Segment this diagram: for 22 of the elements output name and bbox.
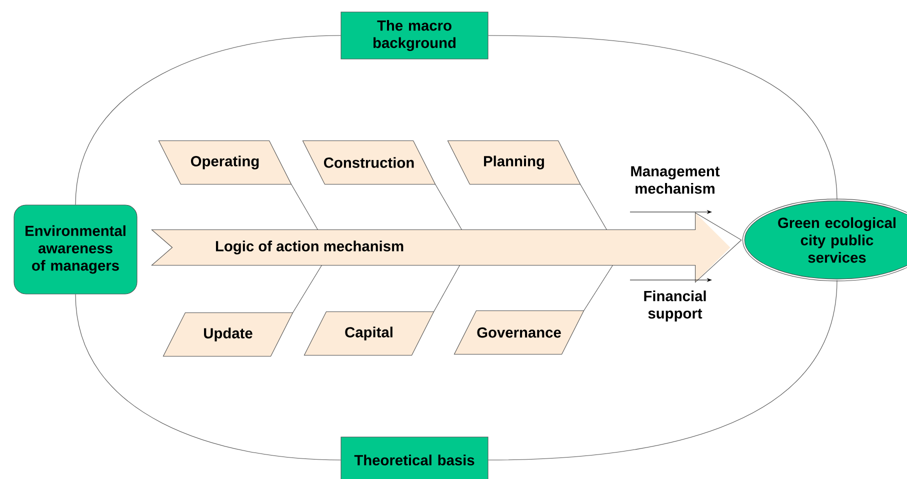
cause-parallelogram: Construction (302, 140, 436, 185)
bone-line (580, 184, 607, 230)
ellipse-arc (488, 280, 838, 460)
cause-parallelogram: Governance (454, 310, 584, 355)
bone-line (434, 265, 460, 312)
flow-label: Management mechanism (631, 166, 720, 194)
ellipse-arc (75, 35, 341, 205)
bone-line (291, 184, 318, 230)
cause-parallelogram: Operating (158, 140, 292, 185)
ellipse-arc (488, 35, 838, 200)
label-box: The macro background (340, 12, 488, 60)
flow-label: Financial support (644, 290, 706, 322)
arrow-band: Logic of action mechanism (152, 212, 730, 282)
cause-parallelogram: Update (162, 312, 294, 357)
bone-line (435, 184, 462, 230)
ellipse-arc (75, 294, 341, 460)
label-box: Theoretical basis (340, 436, 488, 479)
actor-box: Environmental awareness of managers (14, 204, 138, 294)
bone-line (584, 265, 613, 311)
cause-parallelogram: Planning (447, 140, 581, 185)
bone-line (292, 265, 322, 313)
cause-parallelogram: Capital (304, 311, 434, 356)
